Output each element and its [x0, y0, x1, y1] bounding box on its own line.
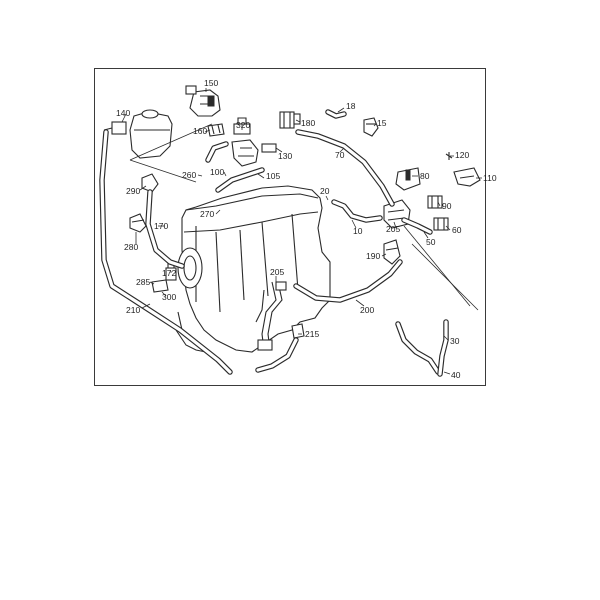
callout-50: 50	[426, 237, 436, 247]
clip-160	[207, 123, 225, 137]
clamp-110	[453, 167, 481, 187]
engine-block	[175, 185, 331, 353]
callout-10: 10	[353, 226, 363, 236]
clip-60	[433, 217, 449, 231]
callout-205-middle: 205	[270, 267, 284, 277]
callout-100: 100	[210, 167, 224, 177]
callout-170: 170	[154, 221, 168, 231]
bolt-120	[445, 152, 453, 160]
callout-200: 200	[360, 305, 374, 315]
callout-290: 290	[126, 186, 140, 196]
callout-15: 15	[377, 118, 387, 128]
callout-60: 60	[452, 225, 462, 235]
thermostat-housing	[231, 139, 277, 167]
callout-260: 260	[182, 170, 196, 180]
callout-215: 215	[305, 329, 319, 339]
callout-300: 300	[162, 292, 176, 302]
callout-190: 190	[366, 251, 380, 261]
callout-30: 30	[450, 336, 460, 346]
callout-280: 280	[124, 242, 138, 252]
hose-18	[325, 109, 347, 119]
component-190	[383, 239, 401, 265]
callout-20: 20	[320, 186, 330, 196]
callouts: 150 140 320 160 180 18 15 130 70 120 260…	[116, 78, 497, 380]
pipe-assembly-205	[255, 281, 287, 351]
callout-270: 270	[200, 209, 214, 219]
callout-205-right: 205	[386, 224, 400, 234]
callout-40: 40	[451, 370, 461, 380]
callout-70: 70	[335, 150, 345, 160]
callout-285: 285	[136, 277, 150, 287]
clamp-290	[141, 173, 159, 193]
connector-15	[363, 117, 379, 137]
callout-80: 80	[420, 171, 430, 181]
connector-180	[279, 111, 301, 129]
callout-105: 105	[266, 171, 280, 181]
callout-320: 320	[236, 120, 250, 130]
callout-180: 180	[301, 118, 315, 128]
callout-210: 210	[126, 305, 140, 315]
clip-90	[427, 195, 443, 209]
hoses	[99, 129, 449, 377]
callout-172: 172	[162, 268, 176, 278]
bracket-285	[151, 279, 169, 293]
callout-160: 160	[193, 126, 207, 136]
callout-140: 140	[116, 108, 130, 118]
leader-lines	[121, 88, 482, 375]
callout-110: 110	[483, 173, 497, 183]
expansion-tank	[103, 109, 173, 159]
callout-90: 90	[442, 201, 452, 211]
clamp-280	[129, 213, 147, 233]
callout-18: 18	[346, 101, 356, 111]
bracket-80	[395, 167, 421, 191]
callout-150: 150	[204, 78, 218, 88]
callout-130: 130	[278, 151, 292, 161]
clamp-215	[291, 323, 305, 339]
auxiliary-pump	[185, 85, 221, 117]
callout-120: 120	[455, 150, 469, 160]
